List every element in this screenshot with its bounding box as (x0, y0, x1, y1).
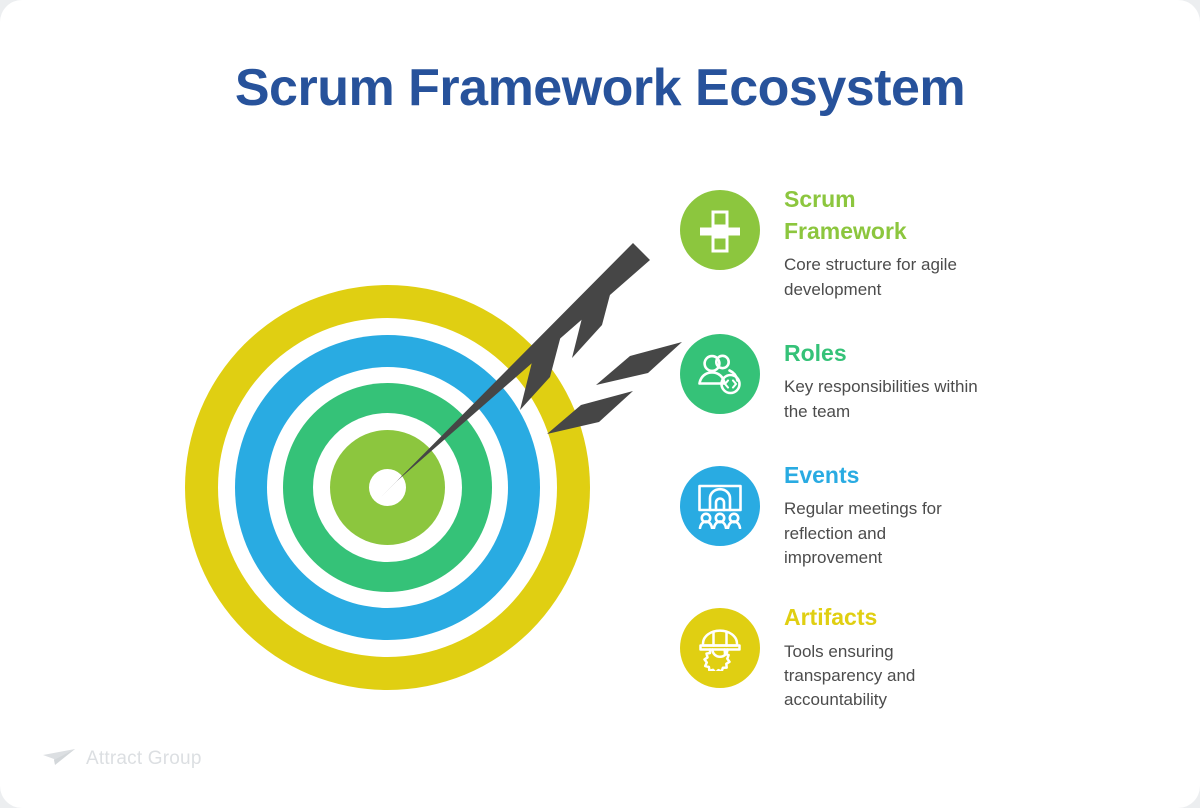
bullseye-target (185, 285, 590, 690)
legend-item-events[interactable]: Events Regular meetings for reflection a… (680, 454, 1150, 570)
legend-text-block: Events Regular meetings for reflection a… (784, 454, 984, 570)
legend-item-artifacts[interactable]: Artifacts Tools ensuring transparency an… (680, 596, 1150, 712)
legend-list: Scrum Framework Core structure for agile… (680, 178, 1150, 712)
legend-description: Tools ensuring transparency and accounta… (784, 641, 916, 709)
legend-heading: Artifacts (784, 603, 878, 630)
legend-text-block: Scrum Framework Core structure for agile… (784, 178, 984, 302)
users-code-icon-badge (680, 333, 760, 414)
legend-item-scrum-framework[interactable]: Scrum Framework Core structure for agile… (680, 178, 1150, 302)
legend-item-roles[interactable]: Roles Key responsibilities within the te… (680, 332, 1150, 428)
legend-description: Core structure for agile development (784, 255, 957, 299)
arrow-icon (380, 243, 682, 498)
legend-heading: Roles (784, 339, 847, 366)
legend-heading: Events (784, 461, 860, 488)
brand-logo: Attract Group (42, 748, 202, 770)
paper-plane-icon (43, 749, 75, 765)
page-title: Scrum Framework Ecosystem (234, 59, 966, 117)
hard-hat-gear-icon-badge (680, 607, 760, 688)
division-sign-icon-badge (680, 190, 760, 270)
meeting-presentation-icon (698, 484, 742, 529)
hard-hat-gear-icon (699, 629, 741, 671)
brand-name: Attract Group (86, 748, 202, 769)
legend-description: Regular meetings for reflection and impr… (784, 499, 942, 567)
legend-text-block: Artifacts Tools ensuring transparency an… (784, 596, 984, 712)
target-center-hole (369, 469, 406, 506)
legend-heading: Scrum Framework (784, 186, 907, 244)
users-code-icon (698, 354, 741, 395)
division-sign-icon (700, 210, 740, 253)
meeting-presentation-icon-badge (680, 465, 760, 546)
legend-description: Key responsibilities within the team (784, 377, 978, 421)
legend-text-block: Roles Key responsibilities within the te… (784, 332, 984, 424)
